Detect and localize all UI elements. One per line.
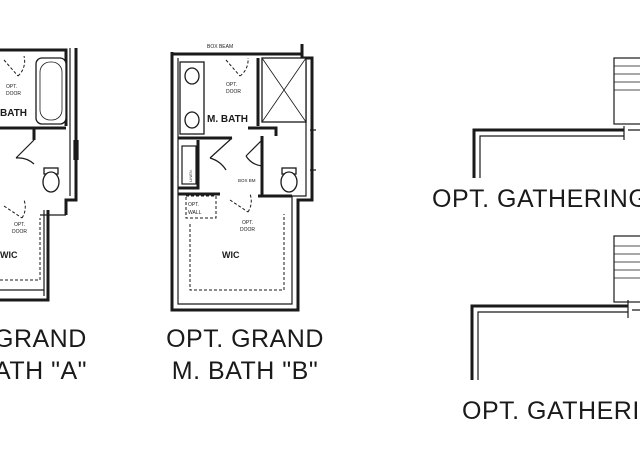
gathering-2-wall <box>470 304 628 380</box>
plan-b-wic-shelf <box>189 214 285 291</box>
gathering-2-stair <box>613 235 640 303</box>
plan-b-opt-wall-line2: WALL <box>188 210 202 216</box>
plan-b-sink-2 <box>184 111 200 129</box>
plan-a-caption-line2: ATH "A" <box>0 357 88 385</box>
plan-a-bath-partition <box>0 126 66 140</box>
gathering-1-stair <box>613 57 640 125</box>
gathering-2-caption: OPT. GATHERIN <box>462 397 640 425</box>
plan-a-toilet-bowl <box>42 171 60 193</box>
plan-b-opt-door2-line2: DOOR <box>240 227 255 233</box>
plan-a-wic-shelf <box>0 218 41 281</box>
gathering-1-end-cap <box>623 126 640 140</box>
plan-b-opt-door2-line1: OPT. <box>242 220 253 226</box>
gathering-1-caption: OPT. GATHERING <box>432 185 640 213</box>
gathering-1-wall-inner <box>479 135 624 178</box>
plan-a-window <box>73 140 79 160</box>
gathering-2-end-cap <box>627 300 640 318</box>
plan-b-door-swing-1 <box>209 137 233 171</box>
plan-b-opt-door-line2: DOOR <box>226 89 241 95</box>
gathering-2-wall-inner <box>477 311 628 380</box>
plan-b-sink-1 <box>184 67 200 85</box>
plan-b-wic-top-wall <box>178 192 292 198</box>
plan-a-right-wall <box>64 48 78 215</box>
plan-a-wic-label: WIC <box>0 250 18 260</box>
plan-b-shower-cross <box>261 57 307 123</box>
plan-a-room-label: BATH <box>0 108 27 119</box>
plan-b-room-label: M. BATH <box>207 114 248 125</box>
plan-b-opt-wall <box>185 195 217 219</box>
plan-a-opt-door2-line2: DOOR <box>12 229 27 235</box>
gathering-1-wall <box>472 128 624 178</box>
plan-b-linen-closet <box>181 145 197 185</box>
plan-b-bath: BOX BEAM OPT. DOOR M. BATH BOX BM LINEN … <box>170 44 316 312</box>
plan-a-opt-door-swing <box>3 55 26 77</box>
plan-a-door-swing <box>15 139 35 165</box>
plan-b-box-beam-label: BOX BM <box>238 178 256 183</box>
plan-b-mid-wall <box>178 126 278 140</box>
plan-a-caption-line1: GRAND <box>0 325 87 353</box>
plan-b-top-note: BOX BEAM <box>207 44 233 50</box>
plan-b-wic-label: WIC <box>222 250 240 260</box>
plan-a-tub-basin <box>39 61 63 121</box>
plan-b-opt-door-swing <box>225 57 249 77</box>
plan-b-window <box>310 129 316 171</box>
plan-b-linen-wall <box>178 140 200 190</box>
plan-b-outer-wall-inner <box>177 58 307 305</box>
plan-b-caption-line1: OPT. GRAND <box>166 325 324 353</box>
plan-b-linen-label: LINEN <box>188 170 193 182</box>
plan-b-toilet-bowl <box>280 171 298 193</box>
gathering-1-stair-treads <box>614 65 640 91</box>
plan-a-opt-door-line2: DOOR <box>6 91 21 97</box>
gathering-1-plan <box>472 57 640 178</box>
plan-a-opt-door-line1: OPT. <box>6 84 17 90</box>
plan-b-opt-door-line1: OPT. <box>226 82 237 88</box>
plan-b-caption-line2: M. BATH "B" <box>171 357 319 385</box>
gathering-2-stair-treads <box>614 245 640 279</box>
plan-a-tub <box>35 57 67 125</box>
plan-b-door-swing-2 <box>245 139 263 167</box>
gathering-2-plan <box>470 235 640 380</box>
plan-a-bath: OPT. DOOR BATH OPT. DOOR WIC <box>0 48 79 302</box>
plan-b-opt-wall-line1: OPT. <box>188 202 199 208</box>
plan-a-opt-door2-swing <box>3 199 26 219</box>
plan-b-opt-door2-swing <box>229 193 252 213</box>
plan-a-inner-wall <box>0 48 71 296</box>
plan-a-opt-door2-line1: OPT. <box>14 222 25 228</box>
